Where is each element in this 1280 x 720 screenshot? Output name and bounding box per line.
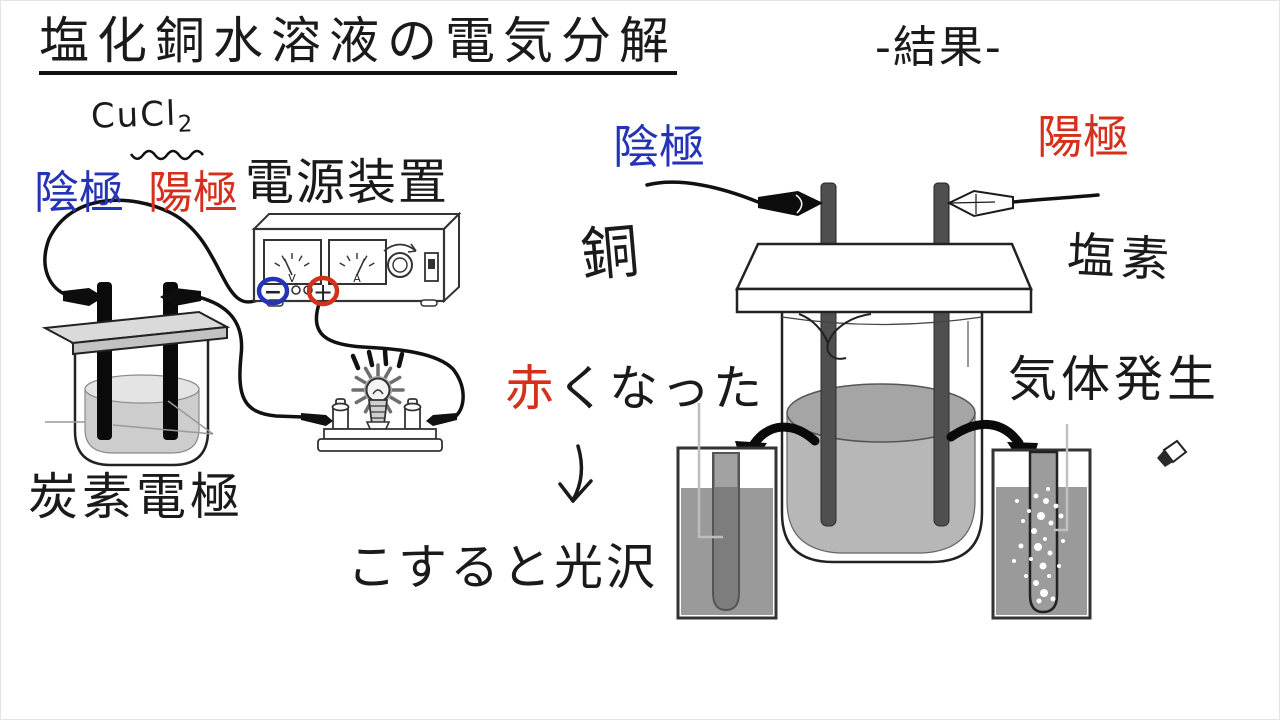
anode-label-result: 陽極: [1037, 110, 1129, 164]
cathode-observation: 赤くなった: [505, 363, 765, 415]
arrow-to-right-tube: [946, 420, 1024, 448]
formula-wavy-underline: [129, 149, 204, 161]
power-supply-label: 電源装置: [245, 154, 450, 211]
wire-right-electrode-to-bulb: [196, 295, 305, 419]
result-beaker-glass: [780, 312, 984, 564]
ammeter: A: [328, 239, 387, 285]
arrow-to-left-tube: [749, 422, 820, 449]
terminals: − +: [256, 275, 340, 307]
bulb-stand-board: [323, 428, 437, 440]
left-beaker-apparatus: [41, 282, 231, 467]
plus-terminal-symbol: +: [313, 278, 333, 306]
handwritten-down-arrow-icon: [558, 444, 593, 503]
light-bulb-drawing: [301, 348, 457, 452]
electrode-pointer-lines: [45, 400, 214, 435]
gas-generation-observation: 気体発生: [1008, 351, 1221, 408]
result-lid-plate: [735, 242, 1033, 291]
power-supply-drawing: V A: [251, 211, 462, 307]
chlorine-test-tube-container: [991, 424, 1092, 620]
carbon-electrode-label: 炭素電極: [28, 468, 244, 526]
voltmeter-label: V: [288, 272, 296, 285]
gas-bubbles: [1012, 487, 1065, 604]
anode-wire: [1011, 193, 1100, 204]
test-tube-gas: [1028, 450, 1059, 614]
cathode-label-left: 陰極: [34, 166, 125, 219]
ammeter-label: A: [353, 272, 361, 285]
page-title: 塩化銅水溶液の電気分解: [39, 15, 677, 75]
observation-rest: くなった: [557, 360, 766, 417]
alligator-clip-icon: [426, 413, 457, 426]
wire-minus-to-left-electrode: [43, 198, 265, 304]
minus-terminal-circle: [256, 276, 290, 306]
voltage-knob: [383, 243, 417, 278]
alligator-clip-icon: [301, 413, 333, 426]
circuit-wires: [43, 198, 465, 419]
chemical-formula: CuCl2: [90, 93, 195, 140]
formula-main: CuCl: [90, 93, 179, 137]
device-foot: [420, 299, 438, 307]
power-switch: [424, 252, 439, 282]
formula-subscript: 2: [177, 111, 195, 138]
result-beaker-apparatus: [645, 180, 1100, 564]
rub-luster-observation: こすると光沢: [347, 539, 659, 596]
cathode-wire: [645, 180, 760, 204]
plus-terminal-circle: [306, 275, 340, 307]
result-electrode-left: [820, 288, 837, 527]
result-electrode-left-top: [820, 182, 837, 248]
chlorine-note: 塩素: [1065, 227, 1177, 289]
white-alligator-clip-icon: [946, 189, 1014, 218]
copper-note: 銅: [578, 216, 642, 290]
beaker-glass: [73, 341, 210, 467]
alligator-clip-icon: [63, 288, 104, 306]
alligator-clip-icon: [160, 288, 201, 306]
beaker-spout: [798, 313, 872, 360]
glow-marks: [350, 348, 405, 371]
observation-highlight: 赤: [505, 360, 558, 417]
wire-plus-to-bulb: [314, 299, 465, 418]
voltmeter: V: [263, 239, 322, 285]
tube-holder-wire: [697, 403, 723, 539]
cathode-label-result: 陰極: [613, 120, 705, 174]
result-heading: -結果-: [875, 22, 1003, 73]
carbon-electrode-left: [97, 282, 112, 440]
anode-label-left: 陽極: [148, 166, 239, 219]
copper-test-tube-container: [676, 403, 778, 620]
result-electrode-right-top: [933, 182, 950, 248]
black-alligator-clip-icon: [758, 191, 823, 216]
pencil-cursor-icon: [1157, 439, 1188, 467]
test-tube-copper: [712, 452, 740, 612]
minus-terminal-symbol: −: [264, 280, 282, 305]
result-electrode-right: [933, 288, 950, 527]
tube-holder-wire: [1054, 424, 1069, 532]
